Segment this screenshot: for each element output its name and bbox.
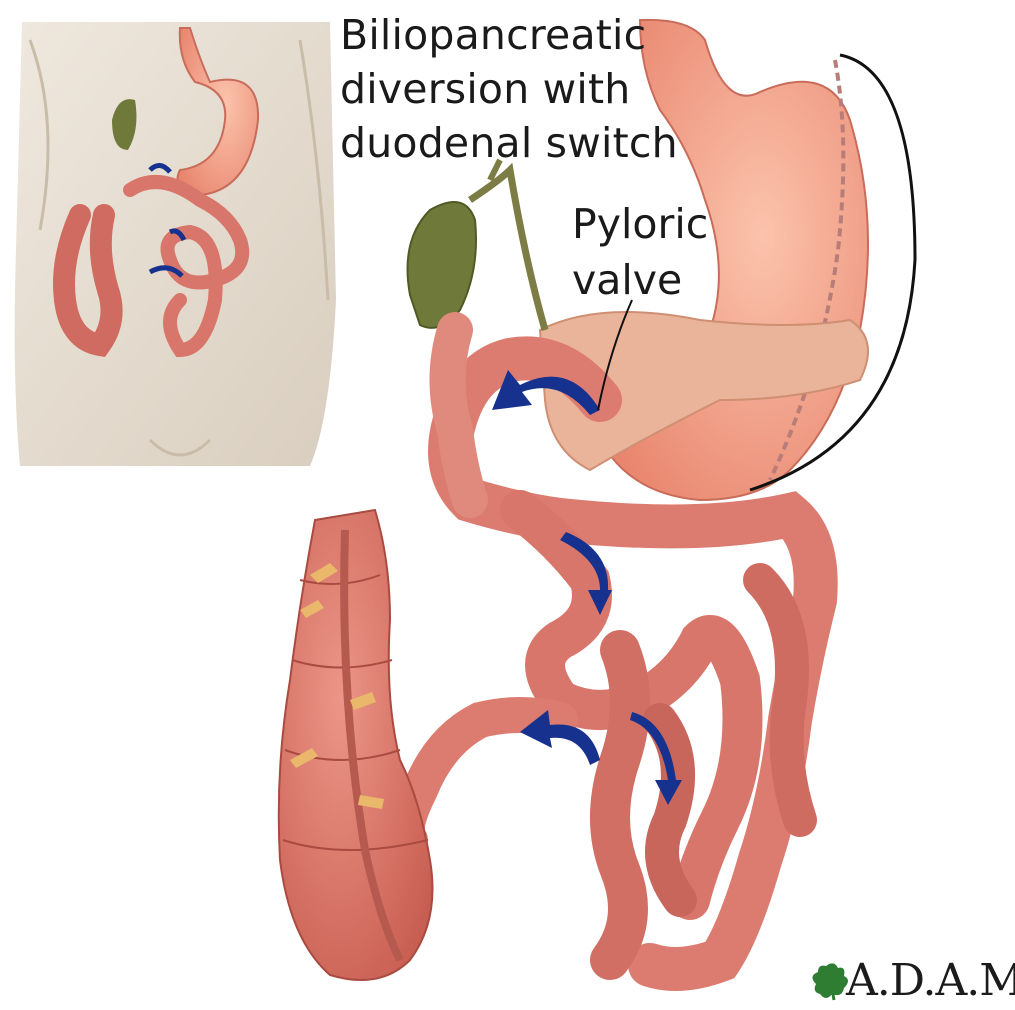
colon xyxy=(279,510,433,980)
brand-text: A.D.A.M. xyxy=(846,955,1015,1006)
callout-line: Pyloric xyxy=(572,196,708,252)
brand-logo: A.D.A.M. xyxy=(806,950,1015,1010)
pyloric-valve-label: Pyloric valve xyxy=(572,196,708,308)
figure-title: Biliopancreatic diversion with duodenal … xyxy=(340,8,670,170)
title-line: duodenal switch xyxy=(340,116,670,170)
callout-line: valve xyxy=(572,252,708,308)
title-line: Biliopancreatic xyxy=(340,8,670,62)
title-line: diversion with xyxy=(340,62,670,116)
torso-inset xyxy=(12,18,338,466)
gallbladder xyxy=(408,160,546,330)
